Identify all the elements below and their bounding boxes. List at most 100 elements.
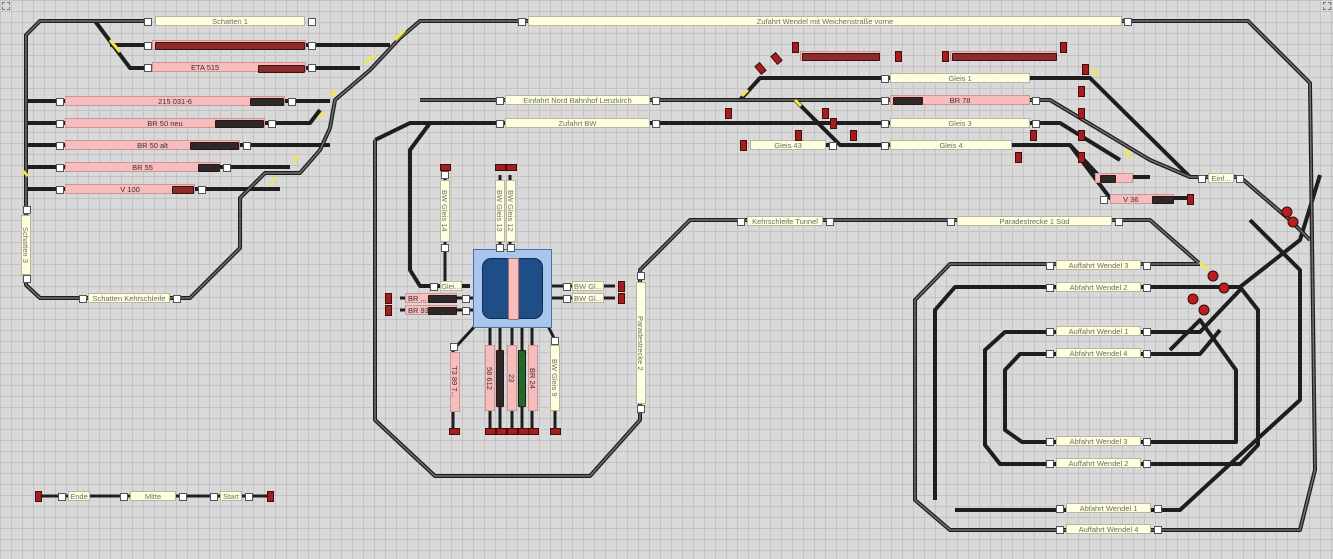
signal-icon[interactable] <box>385 293 392 304</box>
block-separator[interactable] <box>198 186 206 194</box>
block-separator[interactable] <box>496 244 504 252</box>
signal-icon[interactable] <box>528 428 539 435</box>
block-58-612[interactable]: 58 612 <box>485 345 495 411</box>
block-separator[interactable] <box>441 171 449 179</box>
block-separator[interactable] <box>1143 460 1151 468</box>
block-auffahrt-4[interactable]: Auffahrt Wendel 4 <box>1066 524 1151 534</box>
block-separator[interactable] <box>210 493 218 501</box>
signal-icon[interactable] <box>495 164 506 171</box>
block-separator[interactable] <box>1115 218 1123 226</box>
block-bw-gleis-14[interactable]: BW Gleis 14 <box>440 180 450 242</box>
signal-icon[interactable] <box>449 428 460 435</box>
block-separator[interactable] <box>243 142 251 150</box>
block-gleis-4[interactable]: Gleis 4 <box>890 140 1012 150</box>
block-separator[interactable] <box>144 18 152 26</box>
block-separator[interactable] <box>144 42 152 50</box>
signal-icon[interactable] <box>496 428 507 435</box>
block-separator[interactable] <box>637 405 645 413</box>
block-separator[interactable] <box>56 186 64 194</box>
signal-icon[interactable] <box>550 428 561 435</box>
block-separator[interactable] <box>308 64 316 72</box>
block-separator[interactable] <box>563 283 571 291</box>
block-gleis-43[interactable]: Gleis 43 <box>750 140 826 150</box>
block-abfahrt-2[interactable]: Abfahrt Wendel 2 <box>1056 282 1141 292</box>
block-separator[interactable] <box>1046 284 1054 292</box>
block-separator[interactable] <box>518 18 526 26</box>
block-abfahrt-1[interactable]: Abfahrt Wendel 1 <box>1066 503 1151 513</box>
signal-icon[interactable] <box>385 305 392 316</box>
block-separator[interactable] <box>507 244 515 252</box>
block-separator[interactable] <box>551 337 559 345</box>
block-t3[interactable]: T3 89 7... <box>450 352 460 412</box>
signal-icon[interactable] <box>795 130 802 141</box>
signal-icon[interactable] <box>1030 130 1037 141</box>
block-separator[interactable] <box>56 164 64 172</box>
block-separator[interactable] <box>120 493 128 501</box>
signal-icon[interactable] <box>1078 86 1085 97</box>
signal-icon[interactable] <box>618 281 625 292</box>
block-br78[interactable]: BR 78 <box>890 95 1030 105</box>
signal-icon[interactable] <box>1078 130 1085 141</box>
block-separator[interactable] <box>1056 526 1064 534</box>
block-separator[interactable] <box>1154 505 1162 513</box>
block-separator[interactable] <box>829 142 837 150</box>
block-schatten-vertical[interactable]: Schatten 3 <box>21 215 31 275</box>
signal-icon[interactable] <box>1015 152 1022 163</box>
block-separator[interactable] <box>1046 262 1054 270</box>
block-v100[interactable]: V 100 <box>65 184 195 194</box>
block-abfahrt-3[interactable]: Abfahrt Wendel 3 <box>1056 436 1141 446</box>
block-br50alt[interactable]: BR 50 alt <box>65 140 240 150</box>
signal-icon[interactable] <box>506 164 517 171</box>
block-auffahrt-3[interactable]: Auffahrt Wendel 3 <box>1056 260 1141 270</box>
block-gleis-3[interactable]: Gleis 3 <box>890 118 1030 128</box>
block-separator[interactable] <box>58 493 66 501</box>
block-separator[interactable] <box>1046 460 1054 468</box>
block-separator[interactable] <box>1154 526 1162 534</box>
block-br24[interactable]: BR 24 <box>528 345 538 411</box>
block-separator[interactable] <box>56 142 64 150</box>
block-bw-gleis-12[interactable]: BW Gleis 12 <box>506 180 516 242</box>
block-separator[interactable] <box>245 493 253 501</box>
signal-icon[interactable] <box>1078 108 1085 119</box>
signal-icon[interactable] <box>850 130 857 141</box>
block-separator[interactable] <box>1046 328 1054 336</box>
block-separator[interactable] <box>179 493 187 501</box>
block-separator[interactable] <box>1046 438 1054 446</box>
block-separator[interactable] <box>1198 175 1206 183</box>
block-215[interactable]: 215 031-6 <box>65 96 285 106</box>
block-separator[interactable] <box>268 120 276 128</box>
block-paradestrecke-2[interactable]: Paradestrecke 2 <box>636 282 646 404</box>
block-einf[interactable]: Einf... <box>1208 173 1234 183</box>
signal-icon[interactable] <box>618 293 625 304</box>
block-separator[interactable] <box>496 120 504 128</box>
block-separator[interactable] <box>881 97 889 105</box>
block-schatten-1[interactable]: Schatten 1 <box>155 16 305 26</box>
signal-icon[interactable] <box>895 51 902 62</box>
block-separator[interactable] <box>652 120 660 128</box>
signal-icon[interactable] <box>440 164 451 171</box>
block-separator[interactable] <box>947 218 955 226</box>
block-bw-gleis-9[interactable]: BW Gleis 9 <box>550 345 560 411</box>
block-schatten-kehrschleife[interactable]: Schatten Kehrschleife <box>88 293 170 303</box>
block-separator[interactable] <box>737 218 745 226</box>
block-paradestrecke-1[interactable]: Paradestrecke 1 Süd <box>957 216 1112 226</box>
block-br50neu[interactable]: BR 50 neu <box>65 118 265 128</box>
block-gleis-1[interactable]: Gleis 1 <box>890 73 1030 83</box>
block-abfahrt-4[interactable]: Abfahrt Wendel 4 <box>1056 348 1141 358</box>
signal-icon[interactable] <box>267 491 274 502</box>
block-separator[interactable] <box>881 142 889 150</box>
block-separator[interactable] <box>450 343 458 351</box>
block-glei[interactable]: Glei... <box>440 281 462 291</box>
signal-icon[interactable] <box>1082 64 1089 75</box>
block-auffahrt-2[interactable]: Auffahrt Wendel 2 <box>1056 458 1141 468</box>
block-mitte[interactable]: Mitte <box>130 491 176 501</box>
block-kehrschleife-tunnel[interactable]: Kehrschleife Tunnel <box>747 216 823 226</box>
block-separator[interactable] <box>223 164 231 172</box>
block-start[interactable]: Start <box>220 491 242 501</box>
block-separator[interactable] <box>1143 284 1151 292</box>
block-bw-gl-2[interactable]: BW Gl... <box>572 293 604 303</box>
block-separator[interactable] <box>23 206 31 214</box>
block-separator[interactable] <box>1143 328 1151 336</box>
block-separator[interactable] <box>79 295 87 303</box>
